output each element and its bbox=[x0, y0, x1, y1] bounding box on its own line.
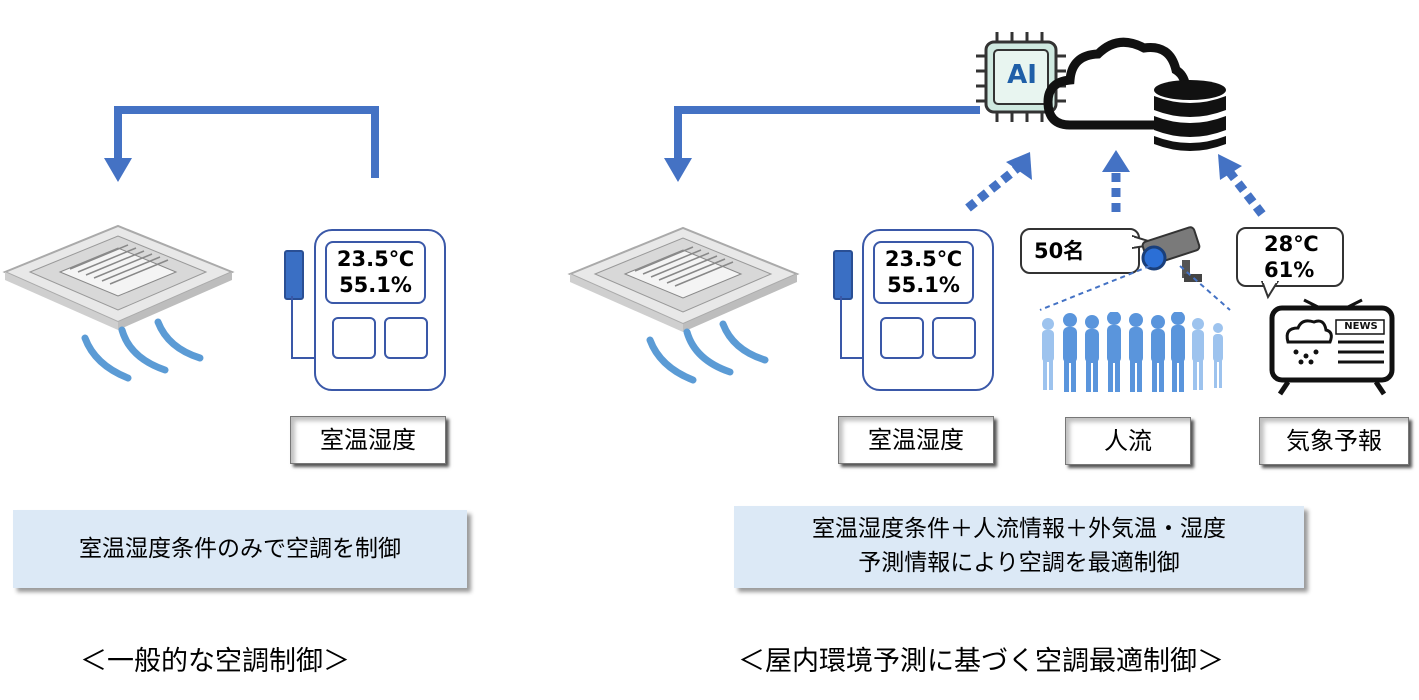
room-temp-value: 23.5℃ bbox=[884, 247, 963, 271]
thermostat-button-2 bbox=[932, 317, 976, 359]
ai-chip-icon bbox=[976, 32, 1066, 122]
database-icon bbox=[1154, 80, 1226, 151]
people-count-bubble: 50名 bbox=[1020, 228, 1140, 274]
thermostat-button-1 bbox=[880, 317, 924, 359]
news-icon-text: NEWS bbox=[1344, 321, 1378, 332]
sensor-wire-left bbox=[291, 296, 316, 359]
forecast-humidity-value: 61% bbox=[1264, 258, 1315, 282]
caption-optimal-control: ＜屋内環境予測に基づく空調最適制御＞ bbox=[738, 646, 1224, 677]
description-box-left: 室温湿度条件のみで空調を制御 bbox=[13, 510, 467, 588]
sensor-wire-right bbox=[840, 296, 865, 359]
room-temp-value: 23.5℃ bbox=[336, 247, 415, 271]
data-flow-arrows bbox=[965, 150, 1266, 217]
description-box-right: 室温湿度条件＋人流情報＋外気温・湿度 予測情報により空調を最適制御 bbox=[734, 506, 1304, 588]
tv-weather-news-icon bbox=[1269, 298, 1395, 396]
forecast-temp-value: 28℃ bbox=[1264, 232, 1319, 256]
description-line-2: 予測情報により空調を最適制御 bbox=[858, 550, 1180, 576]
room-temp-humidity-label-right: 室温湿度 bbox=[838, 416, 994, 464]
feedback-arrow-right bbox=[664, 106, 980, 182]
description-line-1: 室温湿度条件＋人流情報＋外気温・湿度 bbox=[812, 516, 1226, 542]
thermostat-controller-right: 23.5℃ 55.1% bbox=[862, 229, 994, 391]
thermostat-display-left: 23.5℃ 55.1% bbox=[325, 241, 426, 304]
room-temp-humidity-label-left: 室温湿度 bbox=[290, 416, 446, 464]
description-text-left: 室温湿度条件のみで空調を制御 bbox=[79, 536, 401, 562]
sensor-probe-left bbox=[284, 250, 304, 300]
weather-bubble-tail bbox=[1260, 281, 1280, 300]
thermostat-controller-left: 23.5℃ 55.1% bbox=[314, 229, 446, 391]
camera-view-lines bbox=[1039, 265, 1231, 311]
sensor-probe-right bbox=[833, 250, 853, 300]
weather-forecast-label: 気象予報 bbox=[1259, 417, 1409, 465]
people-count-value: 50名 bbox=[1034, 239, 1085, 263]
ceiling-ac-unit-icon bbox=[567, 226, 800, 384]
thermostat-button-2 bbox=[384, 317, 428, 359]
caption-general-control: ＜一般的な空調制御＞ bbox=[80, 646, 350, 677]
thermostat-button-1 bbox=[332, 317, 376, 359]
crowd-people-icon bbox=[1042, 312, 1223, 392]
room-humidity-value: 55.1% bbox=[887, 273, 960, 297]
weather-forecast-bubble: 28℃ 61% bbox=[1236, 227, 1344, 287]
cloud-icon bbox=[1043, 37, 1190, 130]
security-camera-icon bbox=[1141, 226, 1202, 282]
thermostat-display-right: 23.5℃ 55.1% bbox=[873, 241, 974, 304]
ceiling-ac-unit-icon bbox=[2, 224, 235, 382]
ai-chip-label: AI bbox=[1007, 60, 1037, 90]
people-flow-label: 人流 bbox=[1065, 417, 1191, 465]
room-humidity-value: 55.1% bbox=[339, 273, 412, 297]
feedback-arrow-left bbox=[104, 106, 379, 182]
